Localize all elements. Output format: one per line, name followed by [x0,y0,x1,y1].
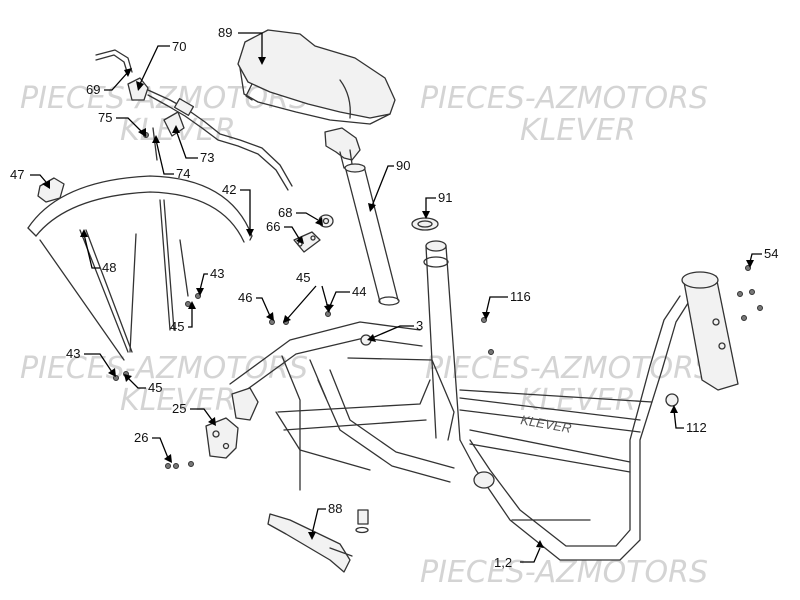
callout-label: 74 [176,166,190,181]
brackets [293,214,334,253]
callout-45-center: 45 [283,270,332,323]
callout-label: 54 [764,246,778,261]
reflector-47 [37,177,65,203]
seat-post [344,163,400,306]
callout-70: 70 [136,39,186,91]
callout-label: 45 [296,270,310,285]
callout-label: 69 [86,82,100,97]
callout-89: 89 [218,25,266,65]
callout-25: 25 [172,401,216,426]
callout-43-lower: 43 [66,346,116,377]
callout-43-upper: 43 [196,266,224,296]
callout-label: 45 [170,319,184,334]
callout-label: 112 [686,420,707,435]
callout-68: 68 [278,205,323,226]
callout-74: 74 [152,135,190,181]
callout-label: 70 [172,39,186,54]
callout-44: 44 [326,284,366,311]
callout-47: 47 [10,167,50,189]
callout-label: 90 [396,158,410,173]
watermark: KLEVER [120,383,236,418]
callout-3: 3 [367,318,423,342]
callout-label: 25 [172,401,186,416]
callout-label: 43 [66,346,80,361]
callout-label: 46 [238,290,252,305]
callout-90: 90 [368,158,410,212]
callout-48: 48 [80,229,116,275]
callout-73: 73 [172,125,214,165]
mudguard [27,175,253,361]
callout-label: 47 [10,167,24,182]
callout-label: 68 [278,205,292,220]
watermark: PIECES-AZMOTORS [20,351,308,386]
callout-69: 69 [86,68,132,97]
top-cap [411,217,439,231]
rear-dropout [205,387,259,459]
control-cable [95,49,293,191]
callout-label: 26 [134,430,148,445]
callout-label: 75 [98,110,112,125]
main-frame: KLEVER [229,240,739,561]
callout-label: 116 [510,289,531,304]
callout-label: 91 [438,190,452,205]
callout-112: 112 [670,405,707,435]
callout-42: 42 [222,182,254,237]
kickstand [267,513,353,573]
watermark: PIECES-AZMOTORS [420,555,708,590]
watermark: PIECES-AZMOTORS [420,81,708,116]
callout-1-2: 1,2 [494,540,544,570]
callout-label: 42 [222,182,236,197]
seat [237,29,396,125]
watermark: PIECES-AZMOTORS [425,351,713,386]
callout-26: 26 [134,430,172,463]
callout-46: 46 [238,290,274,321]
callout-75: 75 [98,110,146,137]
callout-label: 66 [266,219,280,234]
seat-clamp [324,127,361,169]
callout-label: 89 [218,25,232,40]
callout-label: 73 [200,150,214,165]
callout-66: 66 [266,219,304,244]
callout-label: 48 [102,260,116,275]
callout-label: 3 [416,318,423,333]
callout-45-lower: 45 [124,374,162,395]
callout-label: 88 [328,501,342,516]
callout-layer: 89 70 69 75 73 74 90 [10,25,778,570]
callout-label: 1,2 [494,555,512,570]
callout-116: 116 [482,289,531,320]
callout-91: 91 [422,190,452,219]
callout-88: 88 [308,501,342,540]
callout-label: 45 [148,380,162,395]
callout-label: 43 [210,266,224,281]
watermark: KLEVER [520,113,636,148]
callout-label: 44 [352,284,366,299]
callout-45-left: 45 [170,301,196,334]
callout-54: 54 [746,246,778,268]
